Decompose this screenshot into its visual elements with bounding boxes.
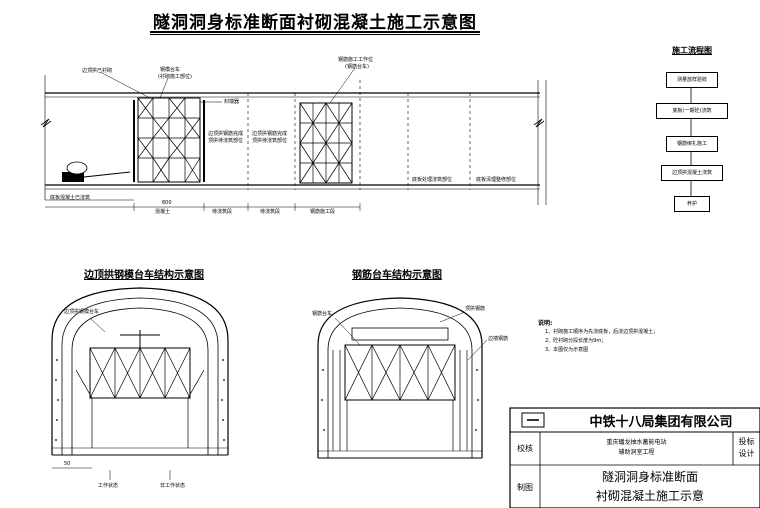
label-floor-poured: 底板混凝土已浇筑 [50,195,91,201]
label-seg4: 钢筋施工段 [310,209,336,215]
label-mid2-b: 顶拱待浇筑部位 [252,138,288,144]
label-trolley2-sub: (钢筋台车) [345,64,369,70]
label-trolley2: 钢筋施工工作位 [338,57,374,63]
label-crown-rebar: 顶拱钢筋 [465,306,486,312]
title-underline [150,31,480,33]
stage-line-2: 设计 [738,449,755,458]
label-mid1-a: 边顶拱钢筋完成 [208,131,244,137]
label-dim-800: 800 [162,200,172,206]
label-formwork-trolley: 边顶拱钢模台车 [64,309,100,315]
label-mid1-b: 顶拱待浇筑部位 [208,138,244,144]
row-checker-label: 校核 [517,444,533,453]
label-bottom-right2: 底板清理整修部位 [476,177,517,183]
note-line-2: 2、砼衬砌分段长度为9m； [545,338,607,344]
label-trolley1: 钢模台车 [160,67,181,73]
label-wall-rebar: 边墙钢筋 [488,336,509,342]
section-right-title: 钢筋台车结构示意图 [352,270,442,281]
row-drafter-label: 制图 [517,483,533,492]
flow-step-2: 底板(一期砼)浇筑 [656,103,728,119]
drawing-title-2: 衬砌混凝土施工示意 [595,489,704,503]
label-seg3: 待浇筑段 [260,209,281,215]
title-underline-thin [150,34,480,35]
flow-step-1: 测量放样验收 [666,72,718,88]
notes-title: 说明: [538,320,553,327]
label-seg1: 混凝土 [155,209,171,215]
flow-step-3: 钢筋绑扎施工 [666,136,718,152]
label-dim-50: 50 [64,461,71,467]
flow-step-4: 边顶拱混凝土浇筑 [661,165,723,181]
label-trolley1-sub: (衬砌施工部位) [158,74,192,80]
label-mid2-a: 边顶拱钢筋完成 [252,131,288,137]
label-lining-done: 边顶拱已衬砌 [82,68,113,74]
project-line-1: 重庆蟠龙抽水蓄能电站 [606,439,667,446]
label-working-state: 工作状态 [98,483,119,489]
label-seg2: 待浇筑段 [212,209,233,215]
section-left-title: 边顶拱钢模台车结构示意图 [84,270,204,281]
flow-step-5: 养护 [674,196,710,212]
label-rebar-trolley: 钢筋台车 [312,311,333,317]
page-title: 隧洞洞身标准断面衬砌混凝土施工示意图 [153,13,477,33]
drawing-title-1: 隧洞洞身标准断面 [601,470,698,484]
flow-title: 施工流程图 [672,45,712,55]
label-bottom-right1: 底板处理浇筑部位 [412,177,453,183]
project-line-2: 辅助洞室工程 [618,449,655,456]
stage-line-1: 投标 [738,437,755,446]
label-seal-plug: 封端器 [224,99,240,105]
label-nonworking-state: 非工作状态 [160,483,186,489]
company-name: 中铁十八局集团有限公司 [589,415,733,430]
note-line-3: 3、本图仅为示意图 [545,347,589,353]
note-line-1: 1、衬砌施工顺序为先浇底板，后浇边顶拱混凝土； [545,329,659,335]
